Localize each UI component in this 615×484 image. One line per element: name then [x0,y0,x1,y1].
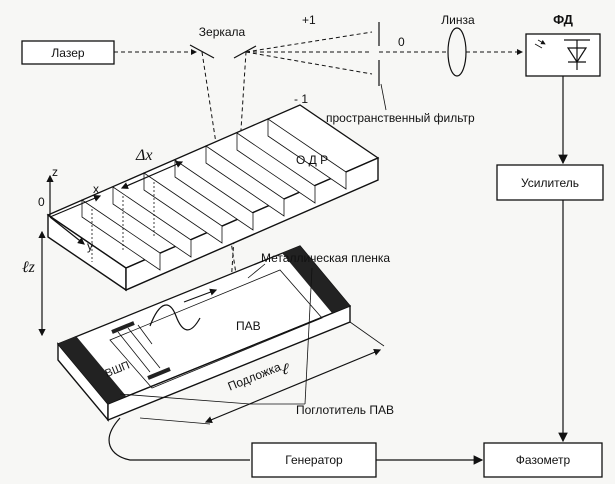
beam-plus1 [245,31,373,53]
spatial-filter-label: пространственный фильтр [326,111,475,125]
mirror-left [189,44,215,59]
metal-film-leader [247,263,266,279]
order-minus1-label: - 1 [294,92,308,106]
saw-direction-arrow [183,288,218,303]
phasemeter-label: Фазометр [516,453,571,467]
length-label: ℓ [282,361,289,378]
absorber-right [282,246,350,313]
light-arrows-icon [534,40,545,48]
generator-label: Генератор [285,453,343,467]
wire-idt-generator [108,417,250,461]
absorber-leader-c [119,393,251,405]
mirror-right [233,45,257,59]
phasemeter-block: Фазометр [483,442,603,478]
laser-block: Лазер [21,40,115,65]
amplifier-label: Усилитель [521,176,579,190]
filter-leader [380,83,387,111]
photodetector [525,33,601,77]
substrate [56,245,352,422]
beam-minus1 [245,51,373,75]
lz-label: ℓz [22,259,36,276]
absorber-leader-b [304,267,313,405]
saw-label: ПАВ [236,319,261,333]
generator-block: Генератор [251,442,377,478]
origin-label: 0 [38,195,45,209]
delta-x-arrow [120,161,184,189]
length-ext-right [349,321,385,347]
photodiode-icon [566,47,588,64]
amplifier-block: Усилитель [496,164,604,201]
delta-x-label: Δx [135,147,153,164]
axis-y-label: y [87,239,93,253]
axis-z-label: z [52,165,58,179]
metal-film-label: Металлическая пленка [261,251,390,265]
lens [447,27,467,77]
odr-grating [46,104,380,292]
saw-wave [149,304,201,331]
mirrors-label: Зеркала [199,25,246,39]
length-ext-left [139,417,211,425]
odr-label: О Д Р [296,153,328,167]
coordinate-axes [46,174,102,245]
absorber-label: Поглотитель ПАВ [296,403,394,417]
photodetector-label: ФД [553,12,573,27]
lens-label: Линза [441,13,475,27]
axis-x-label: x [93,182,99,196]
idt-transducer [111,321,171,380]
filter-zero-label: 0 [398,35,405,49]
order-plus1-label: +1 [302,13,316,27]
laser-label: Лазер [51,46,84,60]
length-dimension [204,348,382,424]
absorber-left [58,336,126,404]
